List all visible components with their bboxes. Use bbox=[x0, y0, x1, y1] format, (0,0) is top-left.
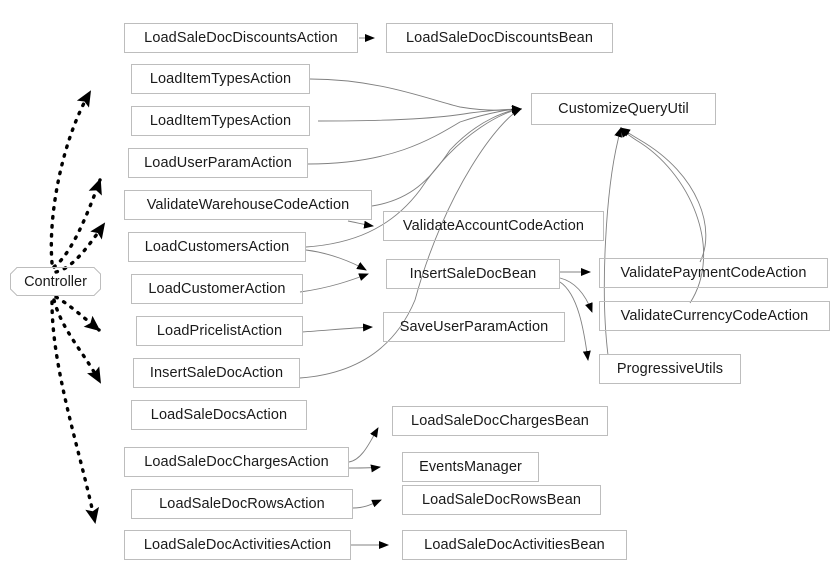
node-label: InsertSaleDocAction bbox=[149, 364, 284, 381]
edge-controller-to-load-customer-action bbox=[54, 295, 101, 332]
node-label: ValidateAccountCodeAction bbox=[402, 217, 585, 234]
node-customize-query-util[interactable]: CustomizeQueryUtil bbox=[531, 93, 716, 125]
node-label: ValidateWarehouseCodeAction bbox=[146, 196, 350, 213]
node-load-customer-action[interactable]: LoadCustomerAction bbox=[131, 274, 303, 304]
node-label: SaveUserParamAction bbox=[399, 318, 549, 335]
node-label: CustomizeQueryUtil bbox=[558, 100, 689, 117]
edge-controller-to-insert-sale-doc-action bbox=[52, 298, 102, 384]
edge-controller-to-load-user-param-action bbox=[52, 178, 102, 269]
edge-validate-warehouse-code-action-to-customize-query-util bbox=[371, 105, 522, 207]
node-label: LoadSaleDocRowsAction bbox=[159, 495, 325, 512]
node-label: LoadItemTypesAction bbox=[149, 112, 292, 129]
edge-validate-payment-code-action-to-customize-query-util bbox=[620, 127, 707, 263]
node-load-sale-docs-action[interactable]: LoadSaleDocsAction bbox=[131, 400, 307, 430]
edge-load-customer-action-to-insert-sale-doc-bean bbox=[299, 273, 369, 293]
node-validate-warehouse-code-action[interactable]: ValidateWarehouseCodeAction bbox=[124, 190, 372, 220]
node-label: LoadCustomerAction bbox=[148, 280, 286, 297]
node-load-item-types-action-2[interactable]: LoadItemTypesAction bbox=[131, 106, 310, 136]
edge-load-customers-action-to-insert-sale-doc-bean bbox=[305, 249, 367, 271]
node-progressive-utils[interactable]: ProgressiveUtils bbox=[599, 354, 741, 384]
edge-load-sale-doc-rows-action-to-load-sale-doc-rows-bean bbox=[352, 499, 382, 509]
node-load-sale-doc-charges-bean[interactable]: LoadSaleDocChargesBean bbox=[392, 406, 608, 436]
edge-insert-sale-doc-bean-to-validate-currency-code-action bbox=[559, 277, 593, 313]
node-validate-account-code-action[interactable]: ValidateAccountCodeAction bbox=[383, 211, 604, 241]
edge-controller-to-load-item-types-action-1 bbox=[49, 90, 92, 265]
node-load-sale-doc-activities-action[interactable]: LoadSaleDocActivitiesAction bbox=[124, 530, 351, 560]
node-save-user-param-action[interactable]: SaveUserParamAction bbox=[383, 312, 565, 342]
node-events-manager[interactable]: EventsManager bbox=[402, 452, 539, 482]
node-label: LoadSaleDocsAction bbox=[150, 406, 288, 423]
node-insert-sale-doc-action[interactable]: InsertSaleDocAction bbox=[133, 358, 300, 388]
node-label: LoadSaleDocDiscountsBean bbox=[406, 29, 593, 46]
node-label: LoadCustomersAction bbox=[144, 238, 290, 255]
node-label: ValidateCurrencyCodeAction bbox=[620, 307, 809, 324]
node-label: LoadSaleDocChargesBean bbox=[411, 412, 589, 429]
node-load-sale-doc-activities-bean[interactable]: LoadSaleDocActivitiesBean bbox=[402, 530, 627, 560]
dotted-edges-from-controller bbox=[49, 90, 106, 524]
edge-load-item-types-action-1-to-customize-query-util bbox=[309, 78, 522, 114]
edge-load-sale-doc-charges-action-to-events-manager bbox=[348, 464, 381, 473]
node-load-sale-doc-discounts-action[interactable]: LoadSaleDocDiscountsAction bbox=[124, 23, 358, 53]
node-load-sale-doc-discounts-bean[interactable]: LoadSaleDocDiscountsBean bbox=[386, 23, 613, 53]
node-load-sale-doc-rows-bean[interactable]: LoadSaleDocRowsBean bbox=[402, 485, 601, 515]
node-load-customers-action[interactable]: LoadCustomersAction bbox=[128, 232, 306, 262]
node-label: LoadItemTypesAction bbox=[149, 70, 292, 87]
node-label: LoadSaleDocActivitiesAction bbox=[143, 536, 332, 553]
node-load-sale-doc-charges-action[interactable]: LoadSaleDocChargesAction bbox=[124, 447, 349, 477]
node-validate-currency-code-action[interactable]: ValidateCurrencyCodeAction bbox=[599, 301, 830, 331]
node-label: LoadSaleDocChargesAction bbox=[144, 453, 329, 470]
node-load-pricelist-action[interactable]: LoadPricelistAction bbox=[136, 316, 303, 346]
node-load-sale-doc-rows-action[interactable]: LoadSaleDocRowsAction bbox=[131, 489, 353, 519]
node-label: ProgressiveUtils bbox=[616, 360, 724, 377]
edge-controller-to-validate-warehouse-code-action bbox=[54, 222, 106, 274]
node-label: EventsManager bbox=[419, 458, 522, 475]
node-label: LoadPricelistAction bbox=[156, 322, 283, 339]
edge-validate-warehouse-code-action-to-validate-account-code-action bbox=[347, 220, 374, 229]
node-insert-sale-doc-bean[interactable]: InsertSaleDocBean bbox=[386, 259, 560, 289]
edge-load-pricelist-action-to-save-user-param-action bbox=[301, 323, 373, 333]
node-controller-label: Controller bbox=[24, 273, 87, 290]
node-label: LoadSaleDocDiscountsAction bbox=[144, 29, 338, 46]
node-label: LoadSaleDocActivitiesBean bbox=[424, 536, 605, 553]
edge-load-sale-doc-charges-action-to-load-sale-doc-charges-bean bbox=[348, 427, 379, 463]
node-load-user-param-action[interactable]: LoadUserParamAction bbox=[128, 148, 308, 178]
node-label: LoadUserParamAction bbox=[144, 154, 292, 171]
node-controller[interactable]: Controller bbox=[10, 267, 101, 296]
node-label: InsertSaleDocBean bbox=[409, 265, 537, 282]
node-validate-payment-code-action[interactable]: ValidatePaymentCodeAction bbox=[599, 258, 828, 288]
node-label: LoadSaleDocRowsBean bbox=[421, 491, 582, 508]
node-load-item-types-action-1[interactable]: LoadItemTypesAction bbox=[131, 64, 310, 94]
edge-controller-to-load-sale-doc-activities-action bbox=[50, 300, 99, 524]
edge-load-user-param-action-to-customize-query-util bbox=[307, 105, 522, 165]
node-label: ValidatePaymentCodeAction bbox=[620, 264, 807, 281]
edge-load-item-types-action-2-to-customize-query-util bbox=[317, 105, 522, 122]
